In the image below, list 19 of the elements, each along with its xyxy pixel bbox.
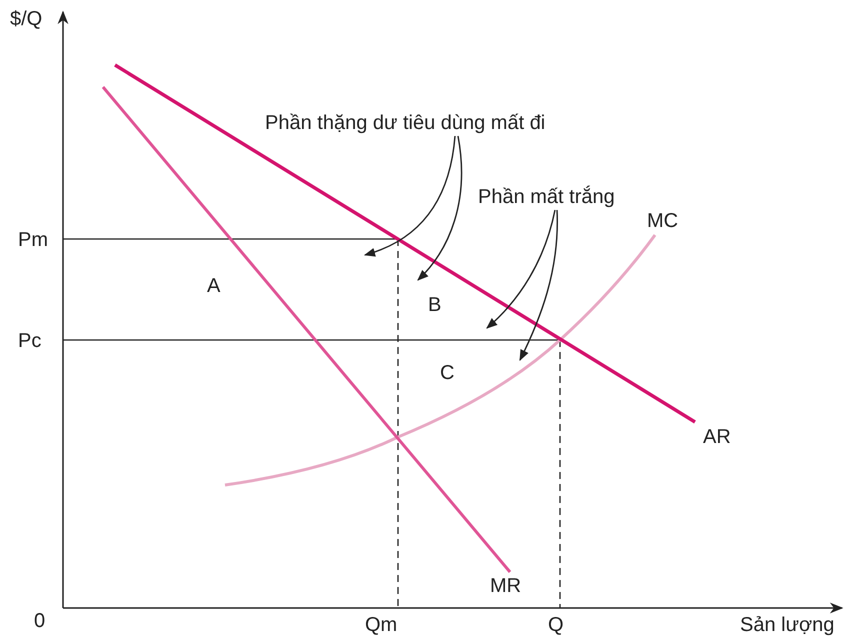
origin-label: 0 bbox=[34, 610, 46, 632]
region-label: B bbox=[428, 294, 442, 316]
leader-arrow bbox=[486, 210, 556, 329]
quantity-label: Q bbox=[548, 614, 564, 636]
curve-label: AR bbox=[703, 426, 731, 448]
quantity-label: Qm bbox=[365, 614, 398, 636]
leader-arrow bbox=[417, 136, 462, 281]
region-label: A bbox=[207, 275, 220, 297]
region-label: C bbox=[440, 362, 454, 384]
leader-arrow bbox=[519, 210, 558, 361]
callout-text: Phần thặng dư tiêu dùng mất đi bbox=[265, 112, 546, 134]
axis-label: Sản lượng bbox=[740, 614, 834, 636]
price-label: Pm bbox=[18, 229, 48, 251]
curve-label: MC bbox=[647, 210, 678, 232]
leader-arrow bbox=[364, 136, 456, 256]
axis-label: $/Q bbox=[10, 8, 42, 30]
callout-text: Phần mất trắng bbox=[478, 186, 615, 208]
price-label: Pc bbox=[18, 330, 42, 352]
curve-label: MR bbox=[490, 575, 522, 597]
